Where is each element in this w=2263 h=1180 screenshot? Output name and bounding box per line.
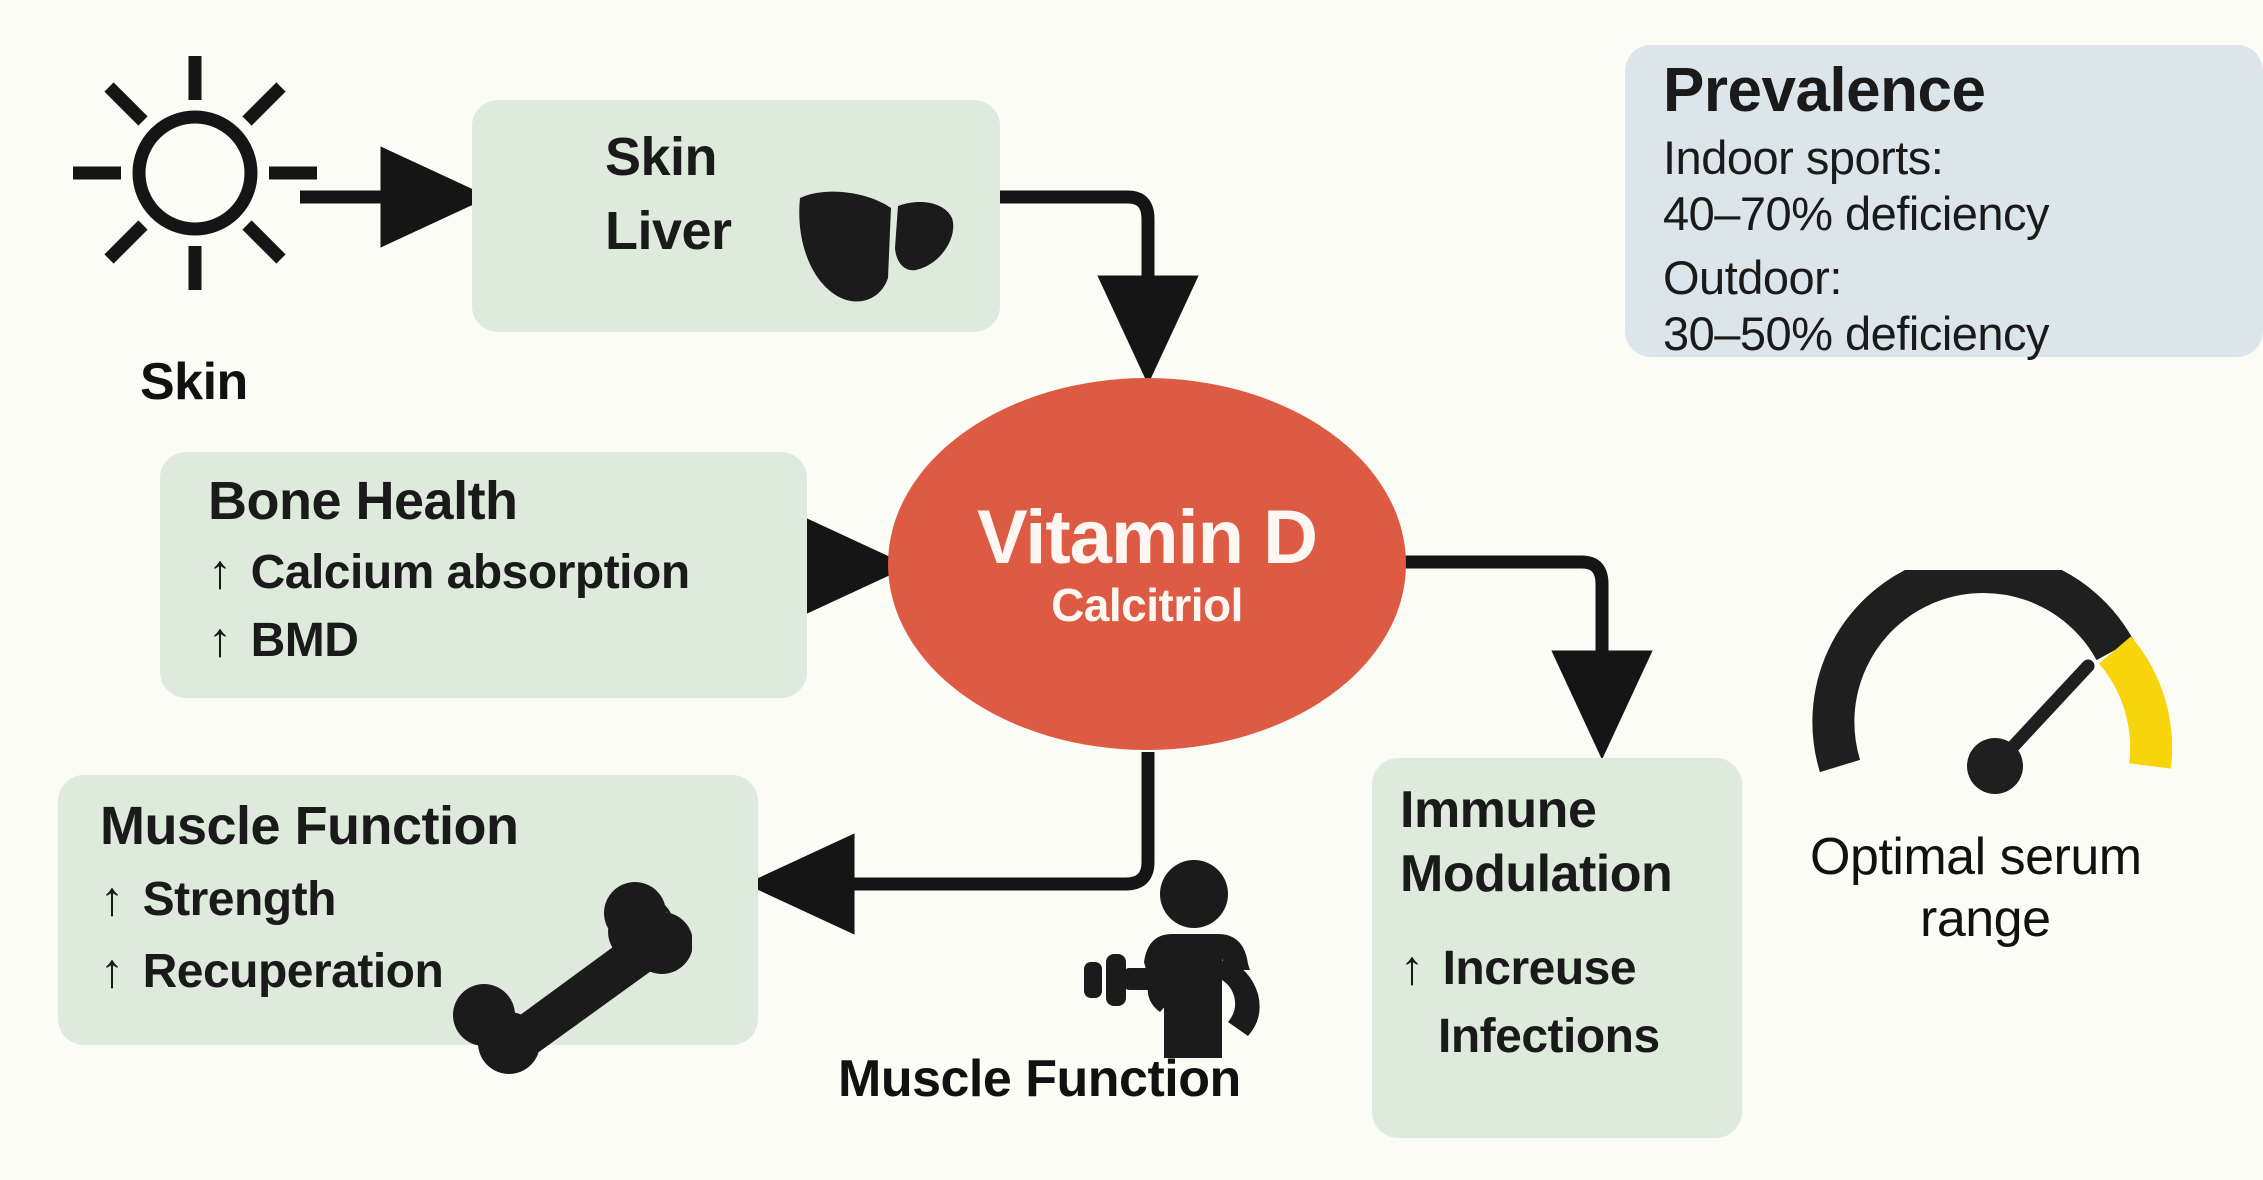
bone-health-item-1: ↑ BMD [208, 614, 359, 667]
vitamin-d-title: Vitamin D [976, 495, 1318, 580]
immune-title-line2: Modulation [1400, 845, 1673, 903]
prevalence-title: Prevalence [1663, 56, 1986, 125]
skin-liver-line1: Skin [605, 127, 718, 187]
sun-caption: Skin [140, 353, 248, 411]
arrow-vitamind-to-immune [1404, 555, 1653, 760]
sun-icon [73, 56, 317, 290]
up-arrow-icon: ↑ [1400, 942, 1424, 995]
prevalence-row-1-value: 30–50% deficiency [1663, 307, 2050, 360]
card-skin-liver[interactable]: Skin Liver [472, 100, 1000, 332]
muscle-function-item-1-text: Recuperation [142, 945, 444, 998]
vitamin-d-node[interactable]: Vitamin D Calcitriol [888, 378, 1406, 750]
bone-icon [453, 882, 692, 1074]
bone-health-title: Bone Health [208, 471, 518, 531]
gauge-icon [1812, 570, 2173, 794]
up-arrow-icon: ↑ [100, 945, 124, 998]
prevalence-row-0-value: 40–70% deficiency [1663, 187, 2050, 240]
immune-item-1-text: Infections [1438, 1010, 1660, 1063]
gauge-caption-line2: range [1920, 890, 2051, 948]
up-arrow-icon: ↑ [208, 546, 232, 599]
person-dumbbell-icon [1084, 860, 1260, 1058]
skin-liver-line2: Liver [605, 201, 732, 261]
liver-icon [799, 191, 954, 302]
up-arrow-icon: ↑ [100, 873, 124, 926]
immune-title-line1: Immune [1400, 781, 1597, 839]
muscle-function-icon-caption: Muscle Function [838, 1050, 1241, 1108]
immune-item-0: ↑ Increuse [1400, 942, 1637, 995]
card-muscle-function[interactable]: Muscle Function ↑ Strength ↑ Recuperatio… [58, 775, 758, 1045]
card-prevalence[interactable]: Prevalence Indoor sports: 40–70% deficie… [1625, 45, 2263, 360]
muscle-function-item-0-text: Strength [142, 873, 337, 926]
prevalence-row-0-label: Indoor sports: [1663, 131, 1944, 184]
gauge-caption-line1: Optimal serum [1810, 828, 2142, 886]
card-immune-modulation[interactable]: Immune Modulation ↑ Increuse Infections [1372, 758, 1742, 1138]
bone-health-item-1-text: BMD [250, 614, 359, 667]
arrow-skinliver-to-vitamind [1000, 190, 1199, 385]
immune-item-0-text: Increuse [1442, 942, 1637, 995]
prevalence-row-1-label: Outdoor: [1663, 251, 1842, 304]
vitamin-d-subtitle: Calcitriol [1051, 579, 1243, 631]
bone-health-item-0-text: Calcium absorption [250, 546, 691, 599]
muscle-function-item-1: ↑ Recuperation [100, 945, 444, 998]
muscle-function-item-0: ↑ Strength [100, 873, 337, 926]
immune-item-1: Infections [1438, 1010, 1660, 1063]
card-bone-health[interactable]: Bone Health ↑ Calcium absorption ↑ BMD [160, 452, 807, 698]
up-arrow-icon: ↑ [208, 614, 232, 667]
bone-health-item-0: ↑ Calcium absorption [208, 546, 691, 599]
muscle-function-title: Muscle Function [100, 796, 519, 856]
